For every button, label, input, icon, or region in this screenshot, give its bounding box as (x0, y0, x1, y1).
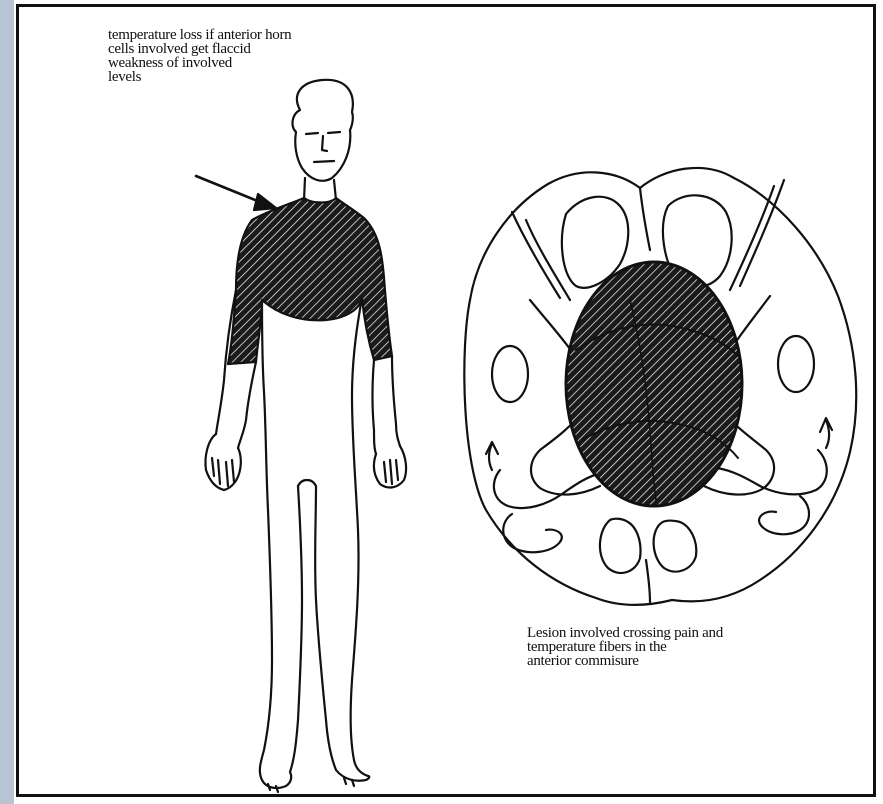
bottom-caption: Lesion involved crossing pain and temper… (527, 626, 827, 668)
left-dorsal-root (512, 212, 560, 298)
ventral-lobe-right (654, 521, 697, 572)
top-caption: temperature loss if anterior horn cells … (108, 28, 388, 84)
torso-left-side (260, 300, 272, 780)
crotch (298, 480, 316, 486)
dorsal-median-septum (640, 188, 650, 250)
right-dorsal-root-2 (730, 186, 774, 290)
right-eye (328, 132, 340, 133)
inner-right-leg (315, 486, 336, 770)
right-ventral-lobe (759, 496, 809, 534)
pointer-arrow (196, 176, 276, 210)
affected-dermatome-area (228, 198, 392, 364)
spinal-cord-cross-section (464, 168, 856, 605)
left-hand (205, 434, 240, 490)
central-cord-lesion (566, 262, 742, 506)
left-eye (306, 133, 318, 134)
left-lateral-tract (492, 346, 528, 402)
left-ventral-loop (494, 470, 604, 508)
human-body-figure (196, 80, 406, 792)
ventral-lobe-left (600, 519, 641, 573)
head (293, 80, 353, 181)
mouth (314, 161, 334, 162)
torso-right-side (351, 298, 368, 776)
ventral-fissure (646, 560, 650, 602)
nose (322, 136, 327, 151)
left-ventral-lobe (503, 514, 562, 552)
inner-left-leg (290, 486, 302, 772)
right-arm (373, 356, 401, 454)
right-lateral-tract (778, 336, 814, 392)
